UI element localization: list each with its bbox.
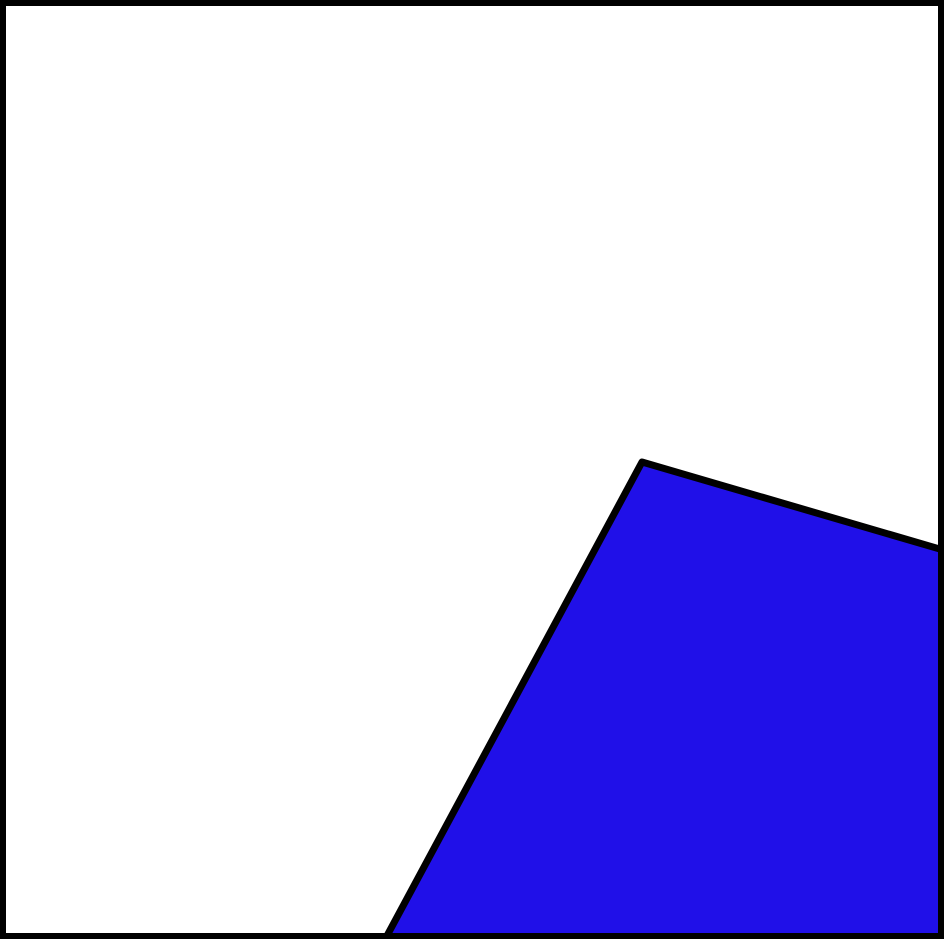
diagram-svg bbox=[384, 458, 938, 933]
blue-polygon bbox=[384, 458, 938, 933]
